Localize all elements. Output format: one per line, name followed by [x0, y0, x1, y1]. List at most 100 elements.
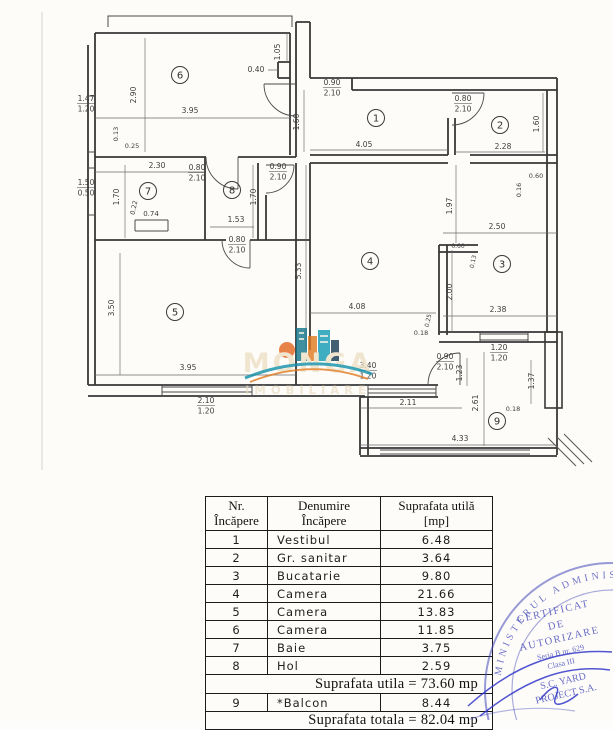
room-number: 8: [205, 656, 268, 675]
svg-text:1.50: 1.50: [78, 178, 95, 187]
door-window-size-label: 0.902.10: [269, 162, 287, 182]
dimension-label: 2.28: [495, 142, 512, 151]
dimension-label: 2.90: [129, 86, 138, 103]
svg-text:0.80: 0.80: [189, 163, 206, 172]
dimension-label: 0.40: [248, 65, 265, 74]
windows-and-details: [88, 95, 530, 455]
dimension-label: 1.53: [228, 215, 245, 224]
room-number: 7: [205, 638, 268, 657]
room-number: 9: [205, 693, 268, 712]
watermark-logo-buildings: [279, 328, 339, 361]
door-window-size-label: 0.802.10: [454, 94, 472, 114]
dimension-label: 1.37: [527, 372, 536, 389]
dimension-label: 0.18: [414, 329, 428, 337]
svg-text:2.10: 2.10: [198, 396, 215, 405]
door-window-size-label: 1.500.50: [77, 178, 95, 198]
svg-text:2.10: 2.10: [455, 105, 472, 114]
door-window-size-label: 0.80 2.10: [228, 235, 246, 255]
dimension-label: 0.18: [506, 405, 520, 413]
room-number-marker: 3: [493, 255, 511, 273]
dimension-label: 0.60: [451, 243, 465, 250]
dimension-label: 2.11: [400, 398, 417, 407]
subtotal-usable-area: Suprafata utila = 73.60 mp: [205, 674, 493, 694]
svg-text:6: 6: [177, 71, 183, 82]
room-number: 2: [205, 548, 268, 567]
door-window-size-label: 0.90 2.10: [436, 352, 454, 372]
svg-text:1.20: 1.20: [78, 105, 95, 114]
room-name: Camera: [267, 602, 381, 621]
dimension-label: 4.05: [356, 140, 373, 149]
room-area: 6.48: [380, 530, 493, 549]
dimension-label: 1.70: [249, 188, 258, 205]
svg-text:9: 9: [494, 417, 500, 428]
svg-text:DE: DE: [547, 618, 566, 633]
dimension-label: 2.61: [471, 394, 480, 411]
dimension-label: 2.30: [149, 161, 166, 170]
room-number: 6: [205, 620, 268, 639]
svg-text:7: 7: [145, 187, 151, 198]
svg-text:4: 4: [367, 257, 373, 268]
room-number-marker: 5: [166, 303, 184, 321]
dimension-label: 3.95: [182, 106, 199, 115]
agency-watermark: MONGA IMOBILIARE: [243, 328, 373, 397]
dimension-label: 4.08: [349, 302, 366, 311]
room-number: 1: [205, 530, 268, 549]
watermark-subtitle: IMOBILIARE: [245, 383, 371, 397]
room-number-marker: 6: [171, 66, 189, 84]
svg-text:2.10: 2.10: [229, 246, 246, 255]
dimension-label: 1.97: [445, 197, 454, 214]
stamp-center-text: CERTIFICAT DE AUTORIZARE Seria B nr. 629…: [516, 598, 601, 706]
upper-balcony-outline: [107, 15, 293, 27]
svg-text:3.40: 3.40: [360, 361, 377, 370]
dimension-label: 5.33: [294, 262, 303, 279]
dimension-label: 0.16: [515, 183, 523, 197]
svg-text:2.10: 2.10: [189, 174, 206, 183]
svg-text:1.20: 1.20: [198, 407, 215, 416]
room-name: Gr. sanitar: [267, 548, 381, 567]
dimension-label: 0.25: [424, 313, 434, 328]
watermark-roof-swoosh: [244, 362, 373, 380]
svg-text:2: 2: [497, 121, 503, 132]
dimension-label: 2.50: [489, 222, 506, 231]
svg-text:1.20: 1.20: [491, 343, 508, 352]
dimension-label: 1.05: [273, 43, 282, 60]
svg-text:0.80: 0.80: [229, 235, 246, 244]
door-window-size-label: 1.471.20: [77, 94, 95, 114]
stamp-outer-ring: [484, 562, 613, 720]
corner-hatch: [547, 433, 593, 467]
dimension-label: 0.60: [529, 172, 543, 180]
dimension-label: 1.23: [455, 364, 464, 381]
room-name: *Balcon: [267, 693, 381, 712]
dimension-label: 0.22: [129, 200, 140, 216]
svg-text:1: 1: [373, 114, 379, 125]
svg-text:2.10: 2.10: [270, 173, 287, 182]
room-name: Vestibul: [267, 530, 381, 549]
room-number-marker: 1: [367, 109, 385, 127]
room-number: 4: [205, 584, 268, 603]
door-window-size-label: 2.10 1.20: [197, 396, 215, 416]
table-header-col3: Suprafata utilă[mp]: [380, 496, 493, 531]
svg-text:0.90: 0.90: [324, 78, 341, 87]
door-window-size-label: 0.80 2.10: [188, 163, 206, 183]
svg-text:8: 8: [229, 186, 235, 197]
dimension-label: 1.60: [532, 115, 541, 132]
room-number: 3: [205, 566, 268, 585]
room-number: 5: [205, 602, 268, 621]
stamp-inner-ring: [511, 589, 613, 720]
svg-text:2.10: 2.10: [437, 363, 454, 372]
dimension-label: 0.74: [143, 210, 159, 218]
table-header-col1: Nr.Încăpere: [205, 496, 268, 531]
signature-strokes: [467, 650, 613, 717]
dimension-lines: [95, 33, 557, 446]
dimension-label: 1.60: [292, 113, 301, 130]
svg-text:0.90: 0.90: [437, 352, 454, 361]
